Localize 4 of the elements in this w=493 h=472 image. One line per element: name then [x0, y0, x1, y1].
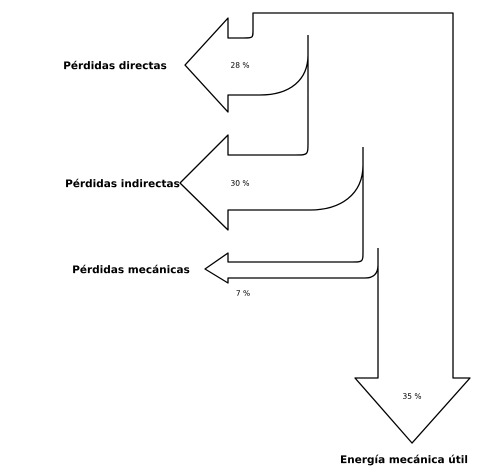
flow-label: Pérdidas directas: [64, 60, 166, 70]
flow-label: Pérdidas indirectas: [66, 178, 180, 188]
flow-label: Pérdidas mecánicas: [73, 264, 190, 274]
flow-label: Energía mecánica útil: [341, 454, 468, 466]
